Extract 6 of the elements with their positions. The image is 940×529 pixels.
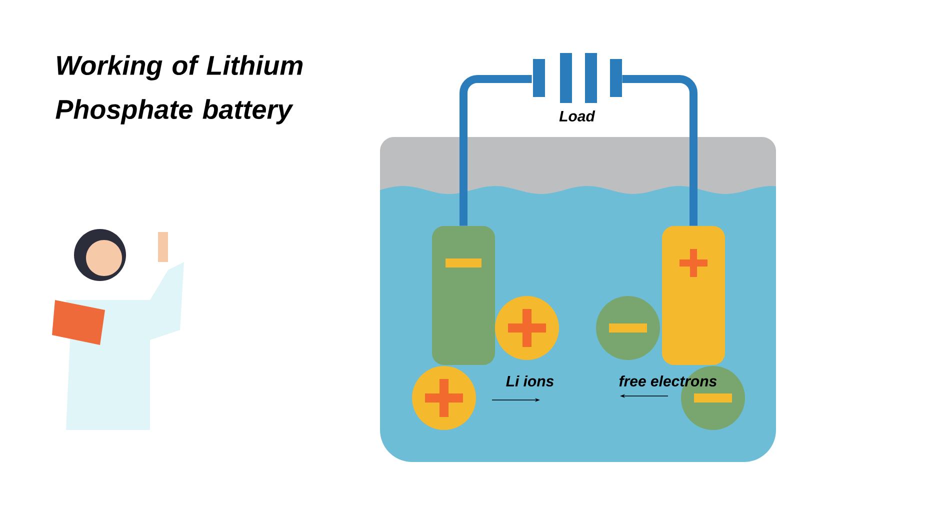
negative-electrode <box>432 226 495 365</box>
label: Li ions <box>506 375 554 386</box>
wire <box>622 75 698 226</box>
title: Working of Lithium Phosphate battery <box>56 55 303 124</box>
load-label: Load <box>559 110 596 122</box>
positive-electrode <box>662 226 725 365</box>
